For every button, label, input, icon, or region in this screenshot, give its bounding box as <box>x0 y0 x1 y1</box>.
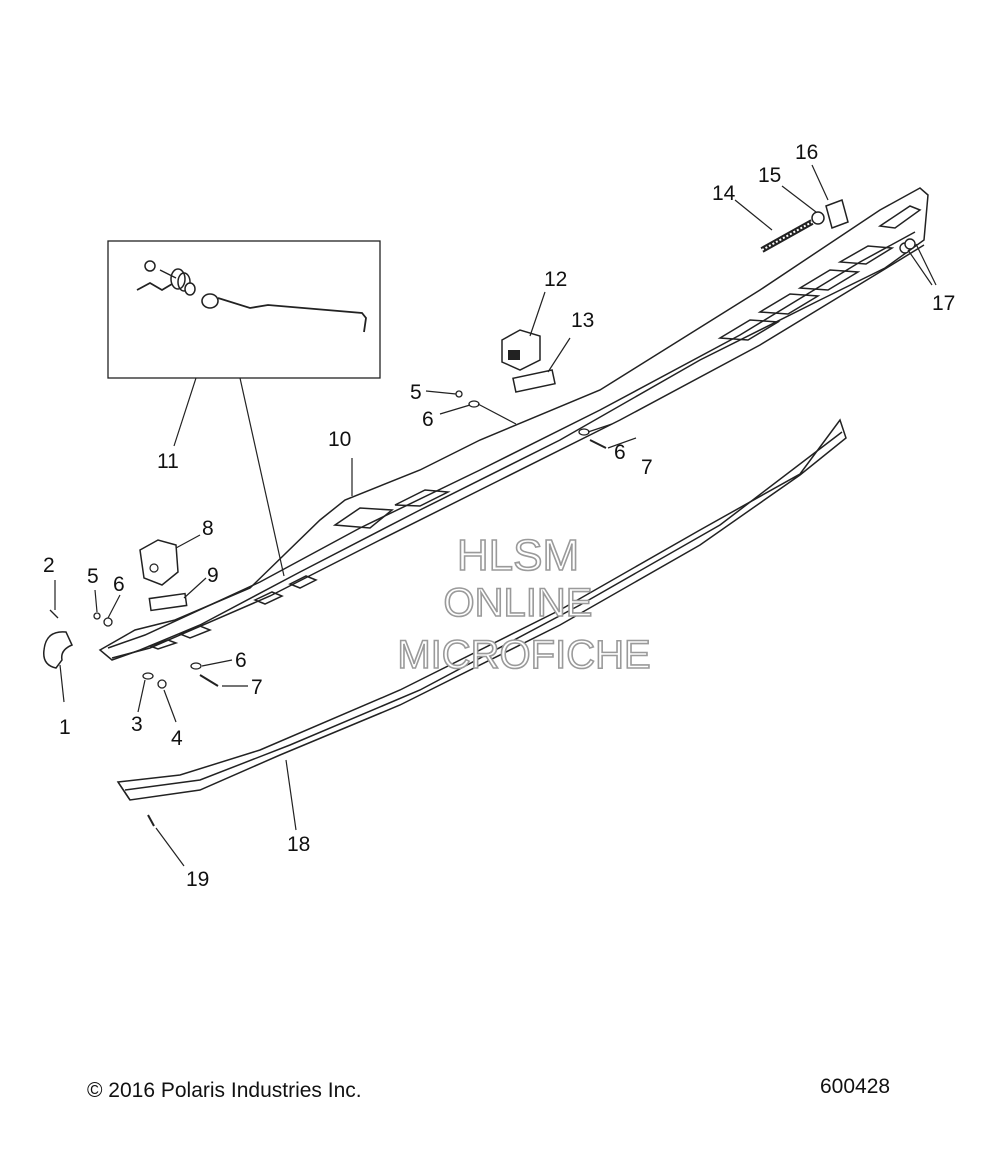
callout-6-rear-upper: 6 <box>422 408 434 431</box>
figure-number: 600428 <box>820 1075 891 1098</box>
watermark-line-2: ONLINE <box>444 581 593 625</box>
callout-12: 12 <box>544 268 567 291</box>
callout-7-front: 7 <box>251 676 263 699</box>
callout-9: 9 <box>207 564 219 587</box>
callout-4: 4 <box>171 727 183 750</box>
callout-10: 10 <box>328 428 351 451</box>
rail-assembly <box>98 187 929 661</box>
callout-14: 14 <box>712 182 736 205</box>
callout-6-front-upper: 6 <box>113 573 125 596</box>
small-hardware <box>49 390 607 827</box>
callout-1: 1 <box>59 716 71 739</box>
part-1-shape <box>43 631 74 669</box>
copyright-text: © 2016 Polaris Industries Inc. <box>87 1079 362 1102</box>
callout-15: 15 <box>758 164 781 187</box>
watermark-line-1: HLSM <box>457 531 579 580</box>
part-9-shape <box>148 592 188 612</box>
leader-lines <box>54 164 937 867</box>
part-12-shape <box>501 329 541 371</box>
callout-6-rear-lower: 6 <box>614 441 626 464</box>
callout-17: 17 <box>932 292 955 315</box>
callout-5-front: 5 <box>87 565 99 588</box>
callout-18: 18 <box>287 833 310 856</box>
part-13-shape <box>512 369 556 393</box>
part-14-shape <box>760 219 814 253</box>
callout-11: 11 <box>157 450 179 473</box>
callout-2: 2 <box>43 554 55 577</box>
inset-detail-box <box>107 240 381 379</box>
part-8-shape <box>139 539 179 586</box>
callout-7-rear: 7 <box>641 456 653 479</box>
callout-6-front-lower: 6 <box>235 649 247 672</box>
slide-strip <box>116 418 847 801</box>
callout-5-rear: 5 <box>410 381 422 404</box>
callout-19: 19 <box>186 868 209 891</box>
callout-16: 16 <box>795 141 818 164</box>
callout-labels: 1 2 3 4 5 6 6 7 8 9 10 11 12 13 5 6 6 7 … <box>43 141 955 891</box>
watermark: HLSM ONLINE MICROFICHE <box>397 530 652 678</box>
parts-15-16-17-shapes <box>811 199 916 254</box>
callout-13: 13 <box>571 309 594 332</box>
callout-3: 3 <box>131 713 143 736</box>
callout-8: 8 <box>202 517 214 540</box>
watermark-line-3: MICROFICHE <box>397 633 650 677</box>
